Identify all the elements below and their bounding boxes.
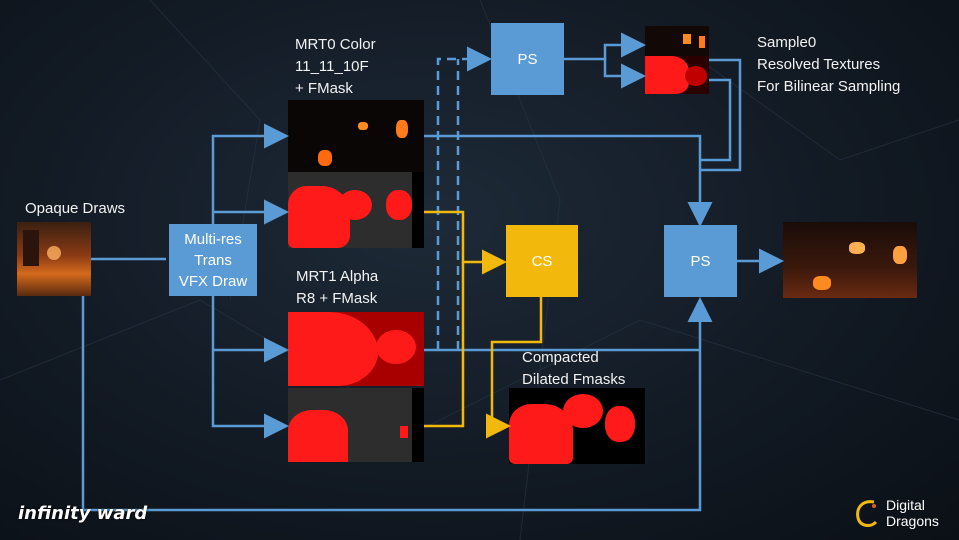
mrt0-label: MRT0 Color 11_11_10F + FMask	[295, 36, 376, 97]
dragon-icon	[856, 500, 878, 527]
sample0-fmask-image	[645, 56, 709, 94]
final-output-image	[783, 222, 917, 298]
mrt1-label: MRT1 Alpha R8 + FMask	[296, 268, 379, 307]
mrt1-fmask-image	[288, 388, 424, 462]
compacted-fmasks-label: Compacted Dilated Fmasks	[522, 349, 626, 388]
mrt0-color-image	[288, 100, 424, 172]
multires-trans-vfx-draw-box: Multi-res Trans VFX Draw	[169, 224, 257, 296]
compacted-fmask-image	[509, 388, 645, 464]
mrt0-fmask-image	[288, 172, 424, 248]
mrt1-alpha-image	[288, 312, 424, 386]
ps-top-box: PS	[491, 23, 564, 95]
ps-right-box: PS	[664, 225, 737, 297]
opaque-draws-image	[17, 222, 91, 296]
cs-box: CS	[506, 225, 578, 297]
sample0-label: Sample0 Resolved Textures For Bilinear S…	[757, 34, 901, 95]
digital-dragons-logo: Digital Dragons	[886, 497, 939, 529]
sample0-color-image	[645, 26, 709, 56]
infinity-ward-logo: infinity ward	[18, 503, 148, 524]
opaque-draws-label: Opaque Draws	[25, 200, 126, 217]
